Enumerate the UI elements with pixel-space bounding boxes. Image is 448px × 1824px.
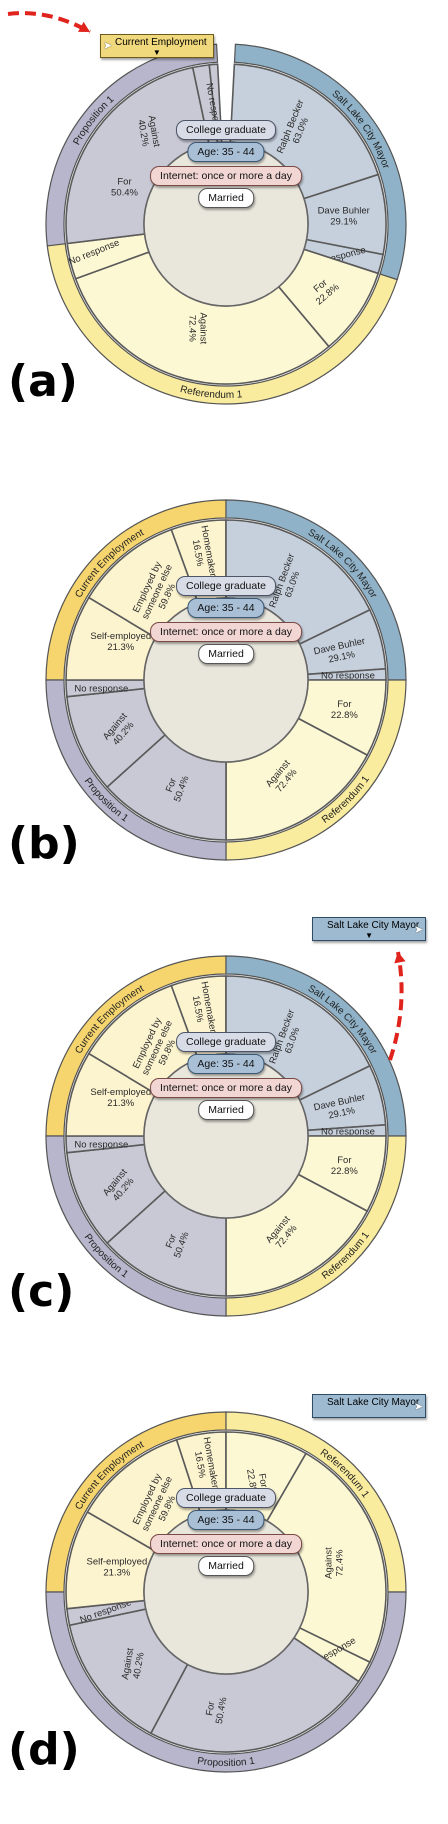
age-filter-chip[interactable]: Age: 35 - 44 xyxy=(187,598,265,618)
slice-label-line: 21.3% xyxy=(103,1567,130,1578)
drag-arrowhead-icon xyxy=(394,952,406,964)
slice-label-line: No response xyxy=(321,1127,375,1138)
slice-label-line: Self-employed xyxy=(90,1087,151,1098)
slice-label-line: 29.1% xyxy=(330,216,357,227)
marital-filter-chip[interactable]: Married xyxy=(198,644,254,664)
dragged-ring-label[interactable]: ➤Salt Lake City Mayor▼ xyxy=(312,917,427,941)
slice-label-line: 50.4% xyxy=(111,188,138,199)
slice-label-line: Against xyxy=(146,115,162,148)
mouse-cursor-icon: ➤ xyxy=(414,1401,424,1413)
dragged-ring-label-text: Salt Lake City Mayor xyxy=(327,1397,420,1408)
internet-filter-chip[interactable]: Internet: once or more a day xyxy=(150,1078,302,1098)
slice-label-line: For xyxy=(164,777,179,794)
slice-label-line: For xyxy=(204,1701,217,1717)
slice-label-line: 16.5% xyxy=(190,539,206,568)
slice-label-line: Against xyxy=(324,1547,335,1579)
slice-label-line: 22.8% xyxy=(331,1166,358,1177)
slice-label: No response xyxy=(321,1127,375,1138)
panel-label: (b) xyxy=(8,818,80,869)
slice-label-line: Self-employed xyxy=(90,631,151,642)
mouse-cursor-icon: ➤ xyxy=(414,924,424,936)
education-filter-chip[interactable]: College graduate xyxy=(176,576,276,596)
slice-label-line: 22.8% xyxy=(331,710,358,721)
slice-label-line: 40.2% xyxy=(131,1651,147,1680)
slice-label-line: For xyxy=(337,699,351,710)
ring-proposition-1[interactable] xyxy=(45,43,219,256)
panel-label: (c) xyxy=(8,1266,75,1317)
slice-label: Against72.4% xyxy=(187,312,209,344)
slice-label-line: 16.5% xyxy=(192,1450,208,1479)
slice-label-line: Self-employed xyxy=(87,1556,148,1567)
slice-label: Against72.4% xyxy=(324,1547,346,1579)
slice-label: No response xyxy=(74,684,128,695)
slice-label-line: 21.3% xyxy=(107,642,134,653)
slice-label: For50.4% xyxy=(203,1694,229,1725)
mouse-cursor-icon: ➤ xyxy=(103,40,113,52)
internet-filter-chip[interactable]: Internet: once or more a day xyxy=(150,166,302,186)
dragged-ring-label-text: Salt Lake City Mayor xyxy=(327,920,420,931)
slice-label-line: No response xyxy=(74,684,128,695)
education-filter-chip[interactable]: College graduate xyxy=(176,120,276,140)
slice-label-line: Dave Buhler xyxy=(318,205,370,216)
slice-label-line: 72.4% xyxy=(187,315,198,342)
ring-proposition-1[interactable] xyxy=(45,679,227,861)
drag-arrow xyxy=(7,11,91,34)
internet-filter-chip[interactable]: Internet: once or more a day xyxy=(150,622,302,642)
slice-label: No response xyxy=(74,1140,128,1151)
education-filter-chip[interactable]: College graduate xyxy=(176,1032,276,1052)
slice-label-line: No response xyxy=(321,671,375,682)
ring-referendum-1[interactable] xyxy=(46,243,398,405)
ring-label: Proposition 1 xyxy=(196,1756,256,1769)
dragged-ring-label[interactable]: ➤Current Employment▼ xyxy=(100,34,214,58)
slice-label-line: 50.4% xyxy=(214,1696,230,1725)
dragged-ring-label[interactable]: ➤Salt Lake City Mayor xyxy=(312,1394,427,1418)
marital-filter-chip[interactable]: Married xyxy=(198,1556,254,1576)
slice-label-line: 21.3% xyxy=(107,1098,134,1109)
dropdown-arrow-icon: ▼ xyxy=(365,931,374,940)
slice-label: No response xyxy=(321,671,375,682)
drag-arrowhead-icon xyxy=(78,21,90,32)
education-filter-chip[interactable]: College graduate xyxy=(176,1488,276,1508)
age-filter-chip[interactable]: Age: 35 - 44 xyxy=(187,142,265,162)
slice-label-line: 40.2% xyxy=(135,119,151,148)
marital-filter-chip[interactable]: Married xyxy=(198,1100,254,1120)
internet-filter-chip[interactable]: Internet: once or more a day xyxy=(150,1534,302,1554)
panel-label: (d) xyxy=(8,1724,80,1775)
ring-proposition-1[interactable] xyxy=(45,1135,227,1317)
slice-label-line: Against xyxy=(120,1647,136,1680)
slice-label-line: 72.4% xyxy=(335,1549,346,1576)
ring-proposition-1[interactable] xyxy=(45,1591,407,1773)
dropdown-arrow-icon: ▼ xyxy=(152,48,161,57)
slice-label: Against40.2% xyxy=(135,115,162,150)
panel-label: (a) xyxy=(8,356,78,407)
drag-arrow xyxy=(388,951,404,1061)
marital-filter-chip[interactable]: Married xyxy=(198,188,254,208)
dragged-ring-label-text: Current Employment xyxy=(115,37,207,48)
slice-label-line: Against xyxy=(198,312,209,344)
slice-label: Against40.2% xyxy=(120,1647,147,1682)
slice-label-line: For xyxy=(117,177,131,188)
slice-label-line: For xyxy=(337,1155,351,1166)
slice-label-line: 16.5% xyxy=(190,995,206,1024)
slice-label-line: For xyxy=(164,1233,179,1250)
slice-label-line: No response xyxy=(74,1140,128,1151)
age-filter-chip[interactable]: Age: 35 - 44 xyxy=(187,1510,265,1530)
slice-label-line: For xyxy=(256,1473,269,1489)
age-filter-chip[interactable]: Age: 35 - 44 xyxy=(187,1054,265,1074)
